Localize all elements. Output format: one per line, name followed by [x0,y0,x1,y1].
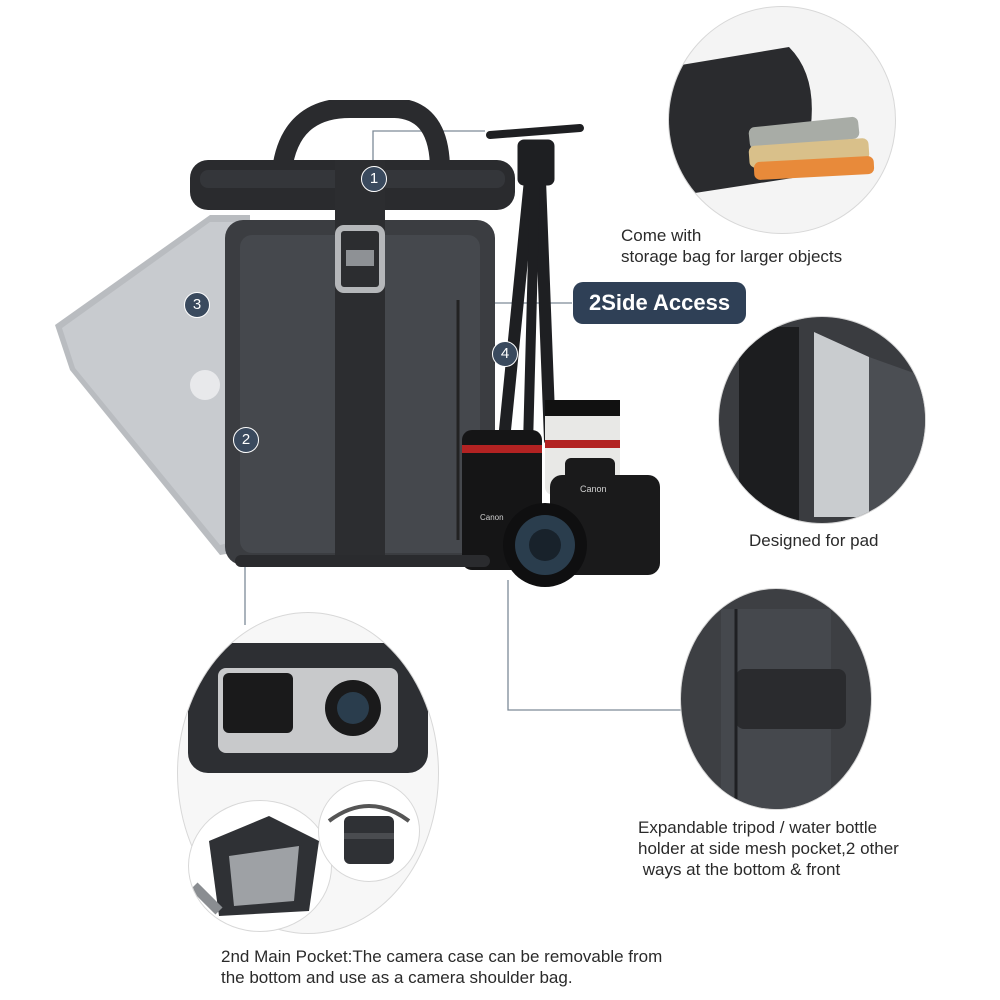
pad-pocket-detail-photo [718,316,926,524]
camera-case-open-photo [188,800,332,932]
callout-badge-2: 2 [233,427,259,453]
camera-brand-text: Canon [580,484,607,494]
camera-shoulder-bag-photo [318,780,420,882]
main-pocket-caption-line-2: the bottom and use as a camera shoulder … [221,968,573,987]
storage-bag-detail-photo [668,6,896,234]
laptop-illustration [55,215,250,555]
callout-badge-4: 4 [492,341,518,367]
callout-badge-3: 3 [184,292,210,318]
camera-illustration: Canon Canon [480,458,660,587]
storage-bag-caption-line-2: storage bag for larger objects [621,247,843,266]
tripod-caption: Expandable tripod / water bottle holder … [638,817,899,880]
storage-bag-caption: Come with storage bag for larger objects [621,225,842,267]
product-main-illustration: Canon Canon [50,100,670,600]
tripod-caption-line-1: Expandable tripod / water bottle [638,818,878,837]
tripod-illustration [486,124,584,450]
pad-caption: Designed for pad [749,531,879,550]
storage-bag-caption-line-1: Come with [621,226,702,245]
lens-brand-text: Canon [480,513,504,522]
callout-badge-1: 1 [361,166,387,192]
tripod-caption-line-2: holder at side mesh pocket,2 other [638,839,899,858]
side-access-label: 2Side Access [573,282,747,324]
tripod-holder-detail-photo [680,588,872,810]
main-pocket-caption-line-1: 2nd Main Pocket:The camera case can be r… [221,947,663,966]
main-pocket-caption: 2nd Main Pocket:The camera case can be r… [221,946,662,988]
tripod-caption-line-3: ways at the bottom & front [638,860,841,879]
